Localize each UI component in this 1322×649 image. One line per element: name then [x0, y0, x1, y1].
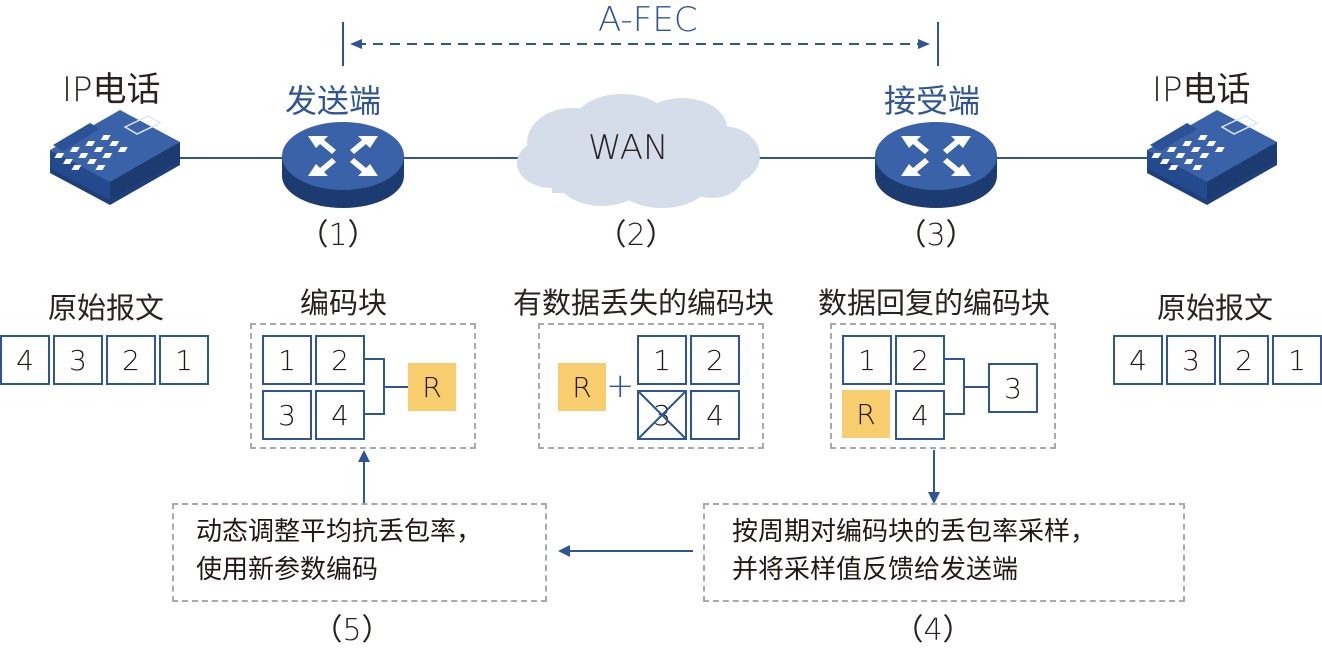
- plus-sign: +: [606, 366, 635, 406]
- encoded-cell: 4: [315, 390, 365, 440]
- lost-cell: 4: [690, 390, 740, 440]
- encoded-block-title: 编码块: [300, 286, 388, 320]
- recovered-packet-cell: 3: [988, 363, 1038, 413]
- packet-cell: 4: [0, 335, 50, 385]
- left-phone-label: IP电话: [62, 70, 161, 110]
- link-receiver-phone: [995, 157, 1150, 159]
- packet-cell: 4: [1113, 335, 1163, 385]
- afec-dashed-arrow: [350, 39, 930, 49]
- ip-phone-icon: [1147, 110, 1277, 205]
- redundancy-cell: R: [842, 390, 890, 438]
- redundancy-cell: R: [558, 363, 606, 411]
- lost-cell: 2: [690, 335, 740, 385]
- receiver-router-icon: [875, 122, 997, 208]
- packet-cell: 3: [1166, 335, 1216, 385]
- recovered-cell: 2: [895, 335, 945, 385]
- arrow-up-to-encoder: [358, 450, 370, 505]
- arrow-down-to-step4: [928, 450, 940, 504]
- encoded-block-frame: [250, 323, 476, 449]
- packet-cell: 2: [106, 335, 156, 385]
- afec-right-bracket: [937, 22, 939, 66]
- wan-cloud-icon: [517, 94, 760, 208]
- sender-label: 发送端: [285, 82, 382, 120]
- recovered-block-title: 数据回复的编码块: [818, 286, 1051, 320]
- lost-block-frame: [538, 323, 764, 449]
- step-4-label: （4）: [893, 613, 973, 648]
- recovered-block-frame: [830, 323, 1056, 449]
- step5-line1: 动态调整平均抗丢包率，: [196, 517, 483, 547]
- recovered-cell: 1: [842, 335, 892, 385]
- step4-frame: [703, 503, 1185, 602]
- step5-frame: [172, 503, 547, 602]
- step-1-label: （1）: [298, 218, 378, 253]
- link-phone-sender: [175, 157, 285, 159]
- lost-block-title: 有数据丢失的编码块: [513, 286, 775, 320]
- encoded-cell: 3: [262, 390, 312, 440]
- link-wan-receiver: [750, 157, 880, 159]
- packet-cell: 2: [1219, 335, 1269, 385]
- ip-phone-icon: [50, 110, 180, 205]
- packet-cell: 1: [1272, 335, 1322, 385]
- encoded-cell: 1: [262, 335, 312, 385]
- step4-line1: 按周期对编码块的丢包率采样，: [732, 517, 1097, 547]
- packet-cell: 1: [159, 335, 209, 385]
- original-left-title: 原始报文: [48, 291, 165, 325]
- lost-x-mark-icon: [637, 390, 687, 440]
- encoded-cell: 2: [315, 335, 365, 385]
- step5-line2: 使用新参数编码: [196, 555, 379, 585]
- sender-router-icon: [282, 122, 404, 208]
- afec-label: A-FEC: [598, 0, 698, 40]
- lost-cell: 1: [637, 335, 687, 385]
- original-right-title: 原始报文: [1157, 291, 1274, 325]
- recovered-cell: 4: [895, 390, 945, 440]
- step-5-label: （5）: [312, 613, 392, 648]
- right-phone-label: IP电话: [1152, 70, 1251, 110]
- step-2-label: （2）: [596, 218, 676, 253]
- link-sender-wan: [400, 157, 525, 159]
- receiver-label: 接受端: [884, 82, 981, 120]
- wan-label: WAN: [588, 128, 669, 168]
- packet-cell: 3: [53, 335, 103, 385]
- step-3-label: （3）: [896, 218, 976, 253]
- arrow-left-to-step5: [558, 545, 693, 557]
- afec-left-bracket: [342, 22, 344, 66]
- step4-line2: 并将采样值反馈给发送端: [732, 555, 1019, 585]
- redundancy-cell: R: [408, 363, 456, 411]
